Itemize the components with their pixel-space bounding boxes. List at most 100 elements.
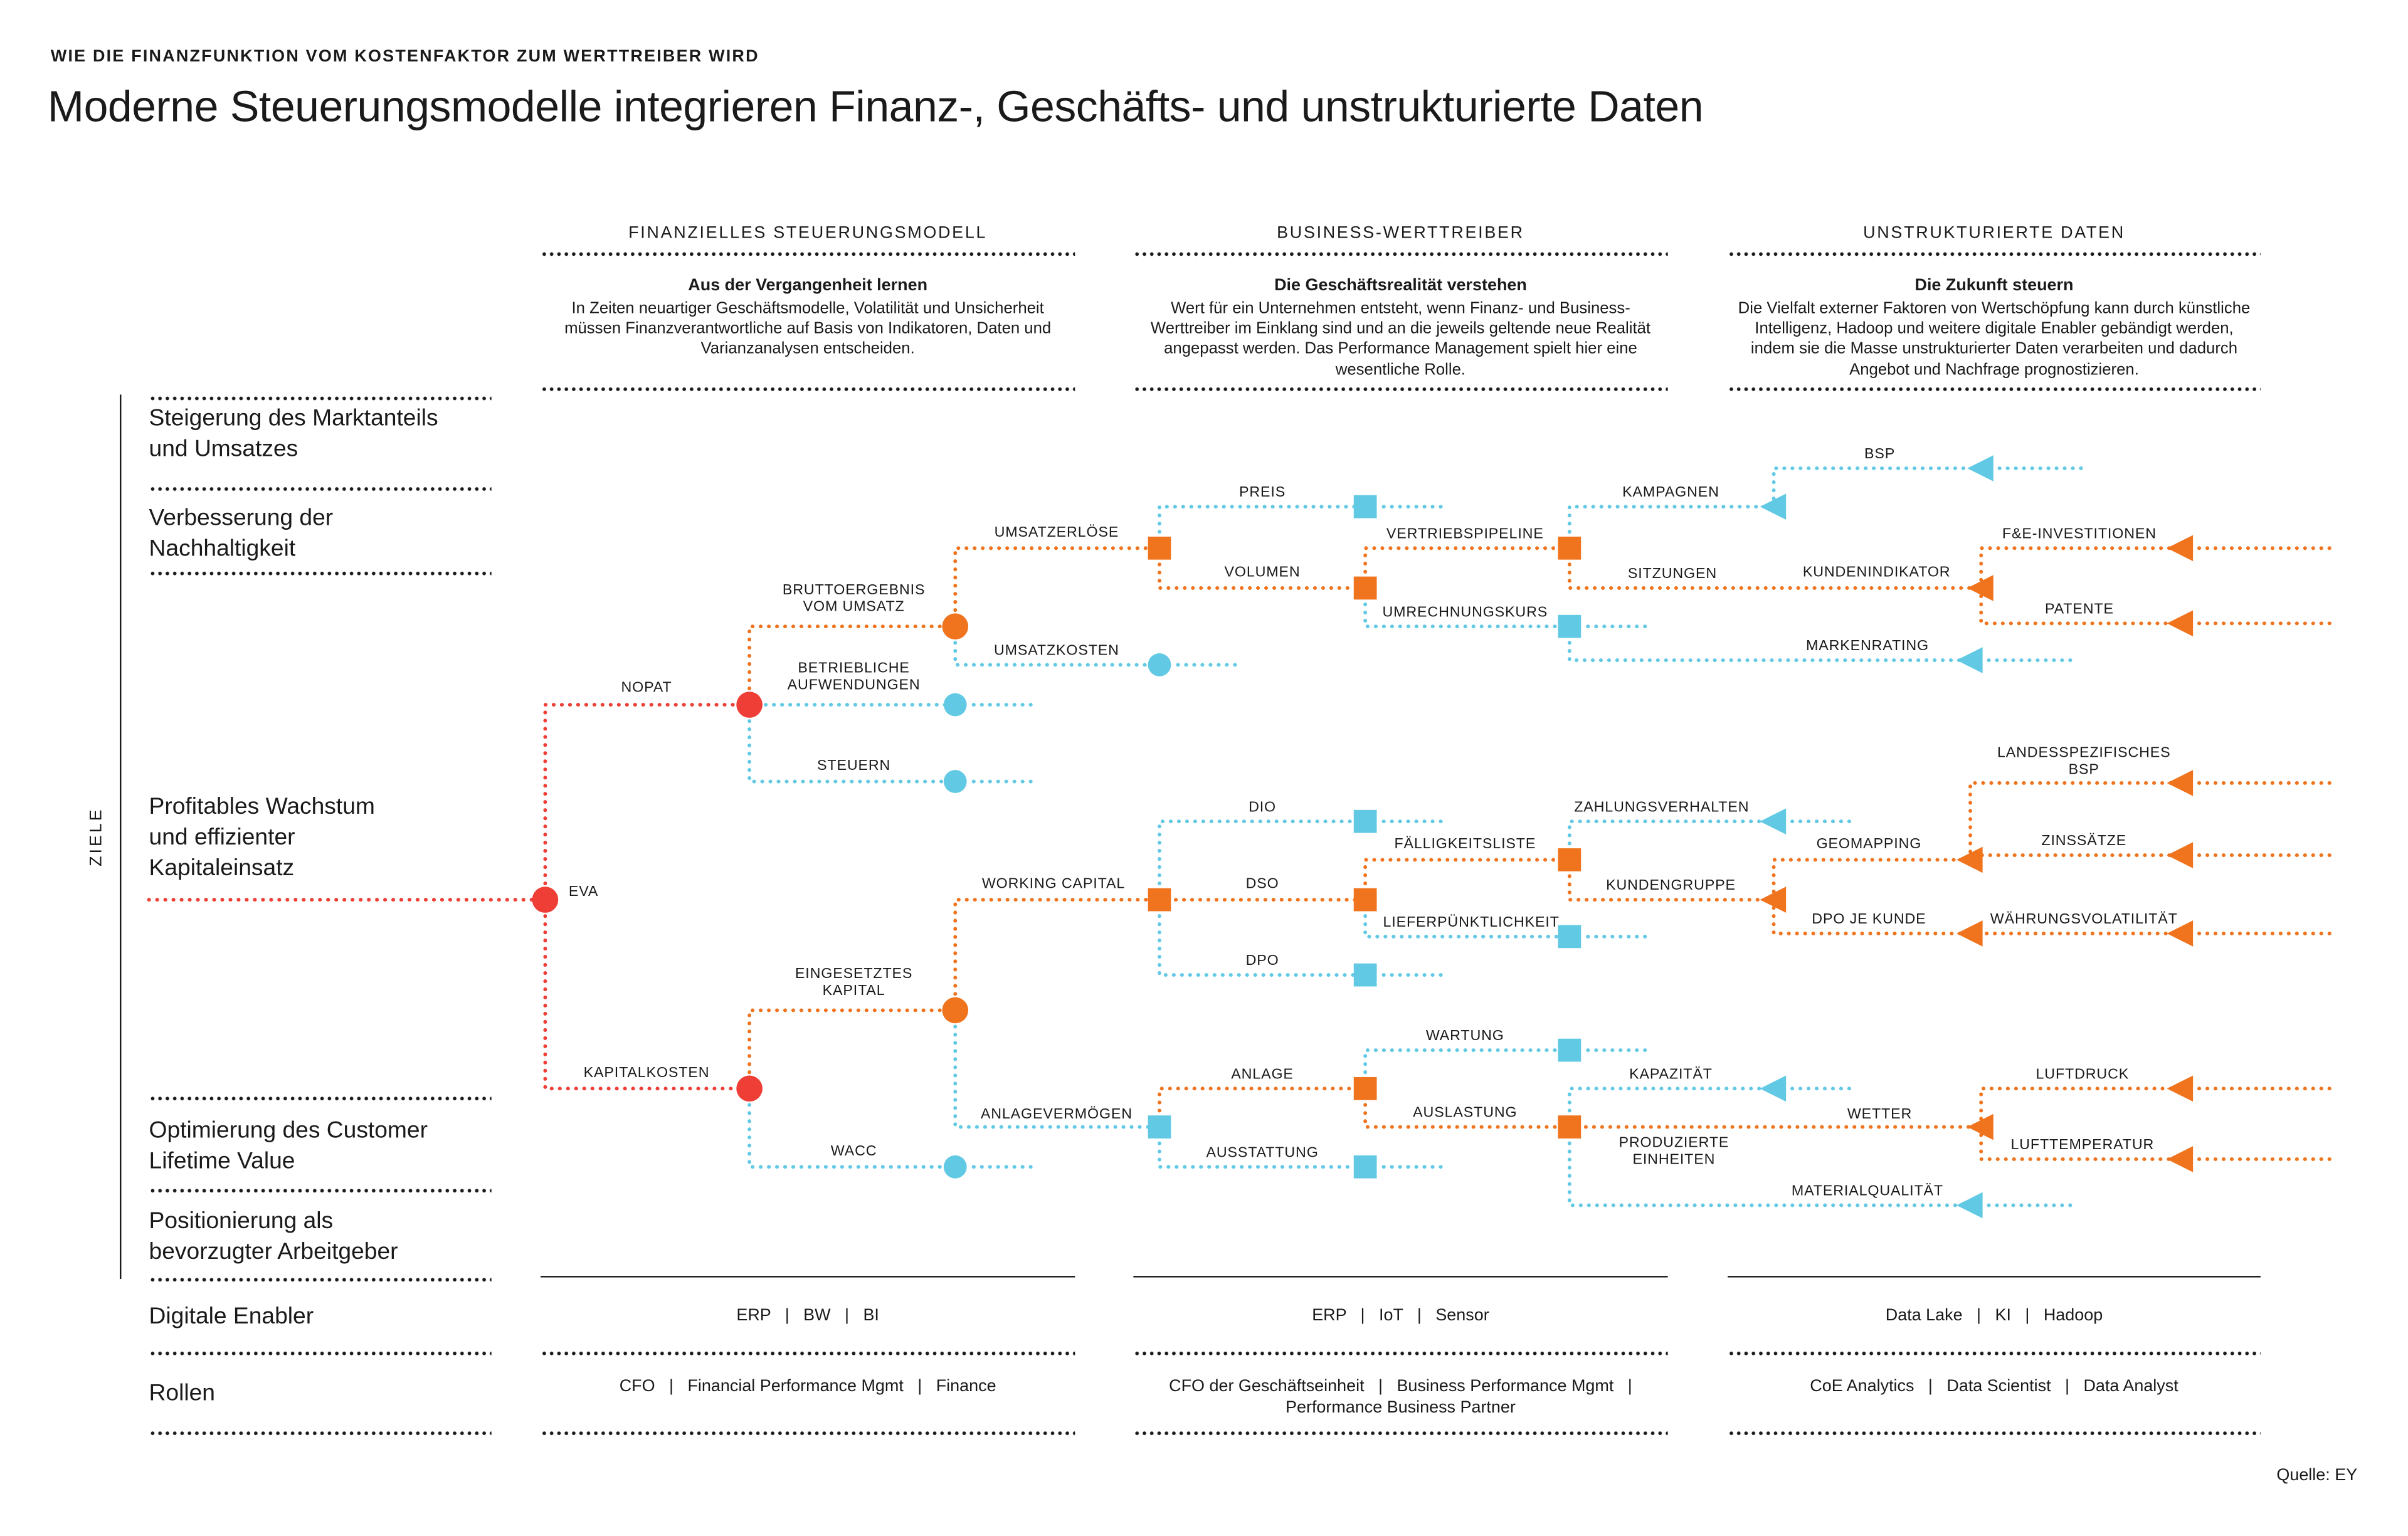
edge-auslastung-materialqualitaet	[1567, 1125, 1967, 1207]
node-label-faelligkeitsliste: FÄLLIGKEITSLISTE	[1394, 836, 1536, 853]
node-working-square	[1148, 888, 1171, 912]
node-label-eingesetztes: EINGESETZTES KAPITAL	[795, 965, 913, 1000]
digitale-enabler-label: Digitale Enabler	[149, 1303, 314, 1330]
edge-faelligkeitsliste-zahlungsverhalten	[1567, 819, 1770, 862]
dotted-divider	[1728, 1351, 2261, 1356]
node-dso-square	[1353, 888, 1377, 912]
dotted-divider	[541, 251, 1075, 256]
node-umsatzerloese-square	[1148, 536, 1171, 560]
node-label-umsatzkosten: UMSATZKOSTEN	[993, 642, 1119, 660]
node-label-lieferpuenktlichkeit: LIEFERPÜNKTLICHKEIT	[1383, 914, 1560, 932]
node-zahlungsverhalten-triangle	[1760, 808, 1787, 835]
node-label-anlagevermoegen: ANLAGEVERMÖGEN	[980, 1106, 1133, 1123]
node-lieferpuenktlichkeit-square	[1558, 925, 1582, 949]
node-kampagnen-triangle	[1760, 493, 1787, 520]
node-label-kundengruppe: KUNDENGRUPPE	[1606, 877, 1736, 895]
node-anlagevermoegen-square	[1148, 1115, 1171, 1139]
node-markenrating-triangle	[1956, 647, 1983, 673]
node-label-markenrating: MARKENRATING	[1805, 638, 1929, 655]
node-label-bsp: BSP	[1864, 446, 1896, 463]
edge-anlage-wartung	[1363, 1048, 1566, 1091]
dotted-divider	[1728, 387, 2261, 392]
node-brutto-circle	[942, 613, 969, 640]
node-steuern-circle	[943, 770, 967, 793]
roles-row: CFO | Financial Performance Mgmt | Finan…	[619, 1377, 996, 1396]
node-label-wacc: WACC	[830, 1143, 877, 1160]
dotted-divider	[149, 571, 492, 576]
edge-brutto-umsatzkosten	[953, 624, 1156, 667]
node-label-umsatzerloese: UMSATZERLÖSE	[994, 524, 1119, 542]
edge-volumen-umrechnungskurs	[1363, 586, 1566, 629]
node-auslastung-square	[1558, 1115, 1582, 1139]
node-dpo_je_kunde-triangle	[1956, 920, 1983, 947]
node-waehrungsvolatilitaet-triangle	[2167, 920, 2194, 947]
node-landesspez_bsp-triangle	[2167, 770, 2194, 796]
node-anlage-square	[1353, 1076, 1377, 1100]
node-label-eva: EVA	[568, 883, 599, 901]
node-label-wetter: WETTER	[1847, 1106, 1913, 1123]
edge-eingesetztes-anlagevermoegen	[953, 1008, 1156, 1129]
node-label-zahlungsverhalten: ZAHLUNGSVERHALTEN	[1574, 799, 1750, 816]
dotted-divider	[1728, 251, 2261, 256]
ziele-axis-label: ZIELE	[87, 807, 106, 866]
enablers-row: Data Lake | KI | Hadoop	[1885, 1307, 2103, 1325]
node-volumen-square	[1353, 576, 1377, 600]
node-dio-square	[1353, 809, 1377, 833]
node-label-betrieblich: BETRIEBLICHE AUFWENDUNGEN	[787, 660, 921, 694]
edge-kundengruppe-dpo_je_kunde	[1772, 898, 1967, 935]
edge-eva-kapitalkosten	[543, 898, 746, 1091]
node-label-waehrungsvolatilitaet: WÄHRUNGSVOLATILITÄT	[1990, 911, 2178, 928]
roles-row: CFO der Geschäftseinheit | Business Perf…	[1169, 1377, 1647, 1418]
edge-volumen-vertriebspipeline	[1363, 546, 1566, 590]
node-label-kundenindikator: KUNDENINDIKATOR	[1802, 564, 1951, 581]
edge-anlagevermoegen-anlage	[1158, 1086, 1361, 1129]
column-unstrukturierte-daten: UNSTRUKTURIERTE DATEN Die Zukunft steuer…	[1728, 0, 2261, 1535]
roles-row: CoE Analytics | Data Scientist | Data An…	[1810, 1377, 2178, 1396]
dotted-divider	[1133, 1431, 1668, 1436]
edge-kundengruppe-geomapping	[1772, 858, 1967, 902]
dotted-divider	[149, 396, 492, 401]
column-intro-text: Die Vielfalt externer Faktoren von Werts…	[1738, 299, 2251, 379]
node-label-zinssaetze: ZINSSÄTZE	[2041, 833, 2127, 850]
node-label-materialqualitaet: MATERIALQUALITÄT	[1791, 1182, 1944, 1200]
node-bsp-triangle	[1967, 455, 1993, 481]
edge-umsatzerloese-preis	[1158, 505, 1361, 550]
node-materialqualitaet-triangle	[1956, 1192, 1983, 1219]
node-label-nopat: NOPAT	[621, 679, 672, 697]
node-patente-triangle	[2167, 610, 2194, 637]
ziele-axis-line	[120, 394, 122, 1280]
node-zinssaetze-triangle	[2167, 842, 2194, 868]
node-label-steuern: STEUERN	[817, 757, 891, 775]
node-vertriebspipeline-square	[1558, 536, 1582, 560]
edge-anlagevermoegen-ausstattung	[1158, 1125, 1361, 1169]
dotted-divider	[149, 1431, 492, 1436]
node-label-kapazitaet: KAPAZITÄT	[1629, 1066, 1713, 1083]
edge-kapitalkosten-wacc	[747, 1086, 951, 1169]
node-faelligkeitsliste-square	[1558, 848, 1582, 871]
node-label-dso: DSO	[1245, 876, 1279, 893]
node-label-brutto: BRUTTOERGEBNIS VOM UMSATZ	[782, 582, 926, 616]
node-label-auslastung: AUSLASTUNG	[1413, 1105, 1518, 1122]
column-finanzielles-steuerungsmodell: FINANZIELLES STEUERUNGSMODELL Aus der Ve…	[541, 0, 1075, 1535]
node-label-dpo_je_kunde: DPO JE KUNDE	[1812, 911, 1926, 928]
page-title: Moderne Steuerungsmodelle integrieren Fi…	[47, 83, 1704, 132]
edge-nopat-steuern	[747, 703, 951, 784]
edge-anlage-auslastung	[1363, 1086, 1566, 1129]
edge-kundenindikator-patente	[1979, 586, 2177, 626]
edge-umrechnungskurs-markenrating	[1567, 624, 1967, 663]
goal-marktanteil-umsatz: Steigerung des Marktanteils und Umsatzes	[149, 405, 438, 462]
node-label-preis: PREIS	[1239, 484, 1286, 502]
kicker: WIE DIE FINANZFUNKTION VOM KOSTENFAKTOR …	[50, 47, 759, 66]
goal-customer-lifetime-value: Optimierung des Customer Lifetime Value	[149, 1117, 428, 1174]
node-label-umrechnungskurs: UMRECHNUNGSKURS	[1382, 604, 1548, 621]
node-eva-circle	[532, 886, 559, 913]
column-header: BUSINESS-WERTTREIBER	[1277, 224, 1524, 243]
node-betrieblich-circle	[943, 693, 967, 717]
node-label-anlage: ANLAGE	[1231, 1066, 1294, 1083]
node-preis-square	[1353, 495, 1377, 518]
column-subtitle: Die Geschäftsrealität verstehen	[1274, 276, 1527, 295]
edge-umsatzerloese-volumen	[1158, 546, 1361, 590]
edge-vertriebspipeline-kampagnen	[1567, 505, 1770, 550]
column-baseline	[1728, 1276, 2261, 1278]
